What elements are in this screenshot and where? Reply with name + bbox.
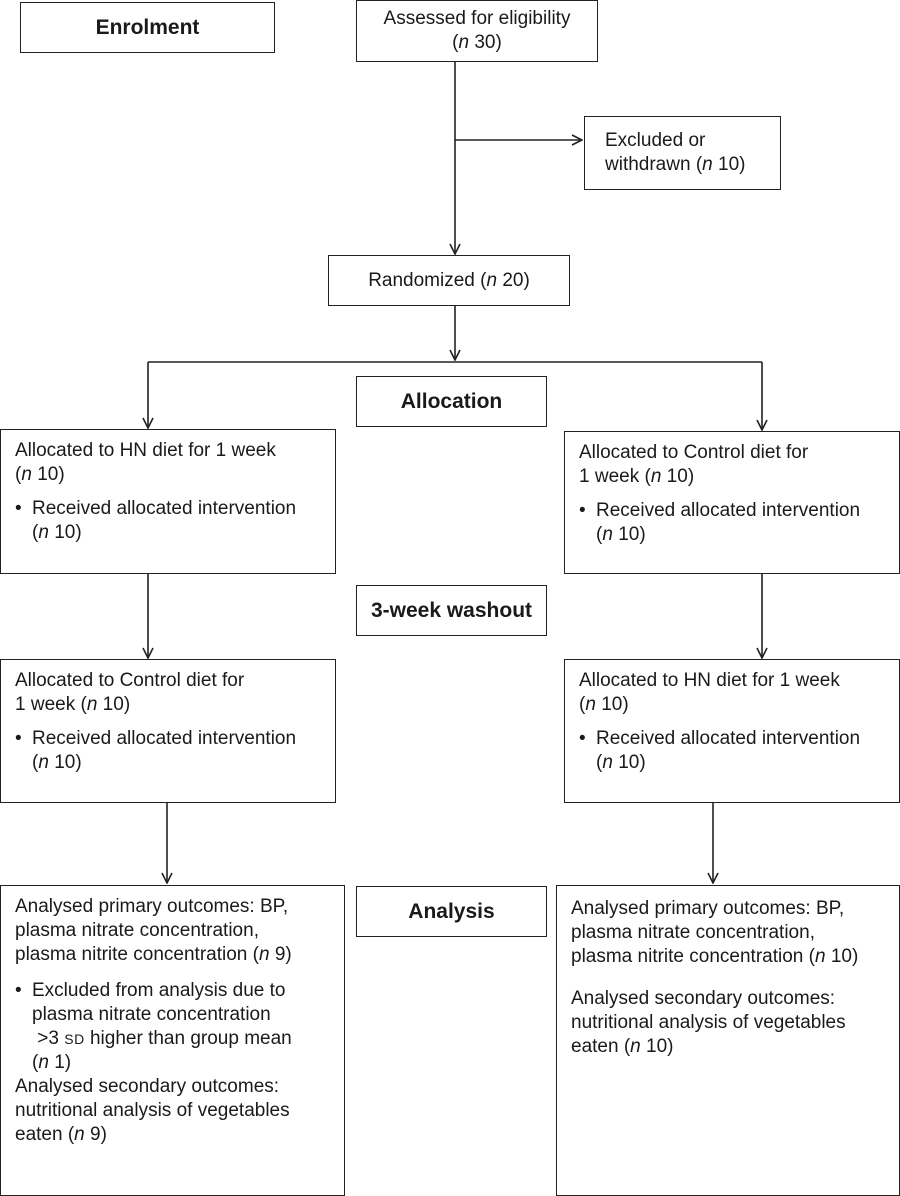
excluded-label-2: withdrawn	[605, 154, 691, 175]
right-primary-3: plasma nitrite concentration	[571, 946, 804, 967]
stage-washout-label: 3-week washout	[370, 598, 533, 622]
left-period1-count: 10	[37, 464, 59, 485]
left-exclusion-count: 1	[54, 1052, 65, 1073]
excluded-count: 10	[718, 154, 740, 175]
left-exclusion-1: Excluded from analysis due to	[32, 980, 286, 1001]
right-period1-count: 10	[666, 466, 688, 487]
left-primary-2: plasma nitrate concentration,	[15, 920, 259, 941]
left-period1-title: Allocated to HN diet for 1 week	[15, 440, 276, 461]
stage-washout: 3-week washout	[356, 585, 547, 636]
right-primary-1: Analysed primary outcomes: BP,	[571, 898, 845, 919]
left-secondary-3: eaten	[15, 1124, 63, 1145]
left-secondary-1: Analysed secondary outcomes:	[15, 1076, 280, 1097]
right-primary-2: plasma nitrate concentration,	[571, 922, 815, 943]
left-primary-1: Analysed primary outcomes: BP,	[15, 896, 289, 917]
stage-allocation: Allocation	[356, 376, 547, 427]
excluded-box: Excluded or withdrawn (n 10)	[584, 116, 781, 190]
right-period1-bullet: Received allocated intervention	[596, 500, 861, 521]
randomized-count: 20	[502, 270, 524, 291]
left-exclusion-3b: higher than group mean	[89, 1028, 292, 1049]
right-period2-bullet: Received allocated intervention	[596, 728, 861, 749]
assessed-box: Assessed for eligibility (n 30)	[356, 0, 598, 62]
left-exclusion-sd: SD	[64, 1031, 85, 1047]
right-period1-bullet-count: 10	[618, 524, 640, 545]
excluded-label-1: Excluded or	[605, 130, 706, 151]
assessed-label: Assessed for eligibility	[383, 8, 571, 29]
stage-analysis: Analysis	[356, 886, 547, 937]
right-secondary-1: Analysed secondary outcomes:	[571, 988, 836, 1009]
right-period1-box: Allocated to Control diet for 1 week (n …	[564, 431, 900, 574]
right-secondary-3: eaten	[571, 1036, 619, 1057]
stage-enrolment-label: Enrolment	[95, 15, 200, 39]
left-period2-bullet: Received allocated intervention	[32, 728, 297, 749]
stage-analysis-label: Analysis	[408, 899, 495, 923]
left-exclusion-3a: >3	[37, 1028, 59, 1049]
left-period2-title-2: 1 week	[15, 694, 76, 715]
right-secondary-count: 10	[646, 1036, 668, 1057]
right-secondary-2: nutritional analysis of vegetables	[571, 1012, 846, 1033]
left-period1-bullet-count: 10	[54, 522, 76, 543]
left-secondary-count: 9	[90, 1124, 101, 1145]
right-period1-title-1: Allocated to Control diet for	[579, 442, 809, 463]
right-period2-box: Allocated to HN diet for 1 week (n 10) •…	[564, 659, 900, 803]
randomized-label: Randomized	[368, 270, 475, 291]
assessed-count: 30	[474, 32, 496, 53]
right-period2-title: Allocated to HN diet for 1 week	[579, 670, 840, 691]
left-analysis-box: Analysed primary outcomes: BP, plasma ni…	[0, 885, 345, 1196]
right-period2-count: 10	[601, 694, 623, 715]
left-period2-count: 10	[102, 694, 124, 715]
right-analysis-box: Analysed primary outcomes: BP, plasma ni…	[556, 885, 900, 1196]
randomized-box: Randomized (n 20)	[328, 255, 570, 306]
left-period2-box: Allocated to Control diet for 1 week (n …	[0, 659, 336, 803]
left-secondary-2: nutritional analysis of vegetables	[15, 1100, 290, 1121]
left-period1-box: Allocated to HN diet for 1 week (n 10) •…	[0, 429, 336, 574]
stage-allocation-label: Allocation	[400, 389, 503, 413]
right-period1-title-2: 1 week	[579, 466, 640, 487]
stage-enrolment: Enrolment	[20, 2, 275, 53]
left-period2-title-1: Allocated to Control diet for	[15, 670, 245, 691]
left-period2-bullet-count: 10	[54, 752, 76, 773]
left-exclusion-2: plasma nitrate concentration	[32, 1004, 271, 1025]
right-primary-count: 10	[830, 946, 852, 967]
left-primary-3: plasma nitrite concentration	[15, 944, 248, 965]
left-period1-bullet: Received allocated intervention	[32, 498, 297, 519]
left-primary-count: 9	[274, 944, 286, 965]
right-period2-bullet-count: 10	[618, 752, 640, 773]
